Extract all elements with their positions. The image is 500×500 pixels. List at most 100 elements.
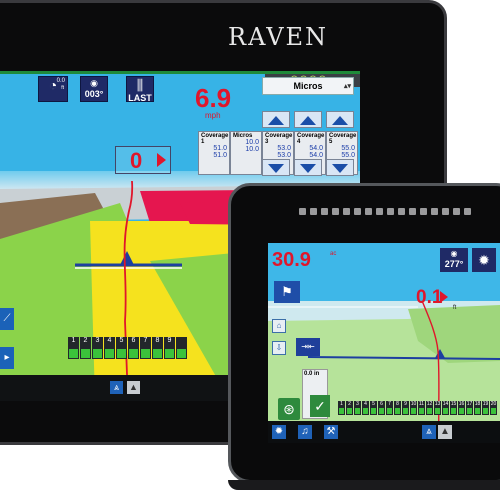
compass-icon: ◉: [90, 78, 98, 88]
speed-unit: mph: [205, 111, 221, 120]
flag-button[interactable]: ⚑: [274, 281, 300, 303]
swath-line: [307, 356, 500, 360]
lightbar: 1 2 3 4 5 6 7 8 9: [68, 337, 187, 359]
product-select[interactable]: Micros ▴▾: [262, 77, 354, 95]
steering-wheel-icon: ⊛: [283, 401, 295, 417]
lightbar-cell: 4: [104, 337, 115, 359]
offset-unit: ft: [61, 85, 64, 91]
lightbar-offset-tile[interactable]: ◔ 0.0 ft: [38, 76, 68, 102]
offset-value: 0.0 in: [304, 371, 320, 377]
shift-arrows-icon: ⇥⇤: [301, 342, 315, 351]
mark-point-button[interactable]: ⌂: [272, 319, 286, 333]
section-title: Micros: [233, 133, 253, 139]
last-pass-icon: ⫼: [136, 77, 144, 93]
lightbar-cell: 6: [128, 337, 139, 359]
tools-button[interactable]: ⚒: [324, 425, 338, 439]
product-select-value: Micros: [293, 81, 323, 91]
rate-up-button[interactable]: [326, 111, 354, 128]
chevron-up-icon: ▲: [129, 382, 138, 392]
expand-button[interactable]: ▲: [438, 425, 452, 439]
lightbar-cell: 8: [152, 337, 163, 359]
arrow-up-icon: [300, 116, 316, 125]
rate-down-button[interactable]: [294, 159, 322, 176]
section-rate: 53.0: [277, 145, 291, 152]
vehicle-marker: [435, 349, 445, 358]
alarm-button[interactable]: ♫: [298, 425, 312, 439]
heading-tile[interactable]: ◉ 003°: [80, 76, 108, 102]
tools-icon: ⚒: [326, 426, 336, 437]
check-icon: ✓: [314, 398, 326, 414]
settings-button[interactable]: ✹: [472, 248, 496, 272]
speed-readout: 6.9: [195, 83, 232, 113]
heading-tile[interactable]: ◉ 277°: [440, 248, 468, 272]
field-view-button[interactable]: ⩓: [422, 425, 436, 439]
shift-button[interactable]: ⇥⇤: [296, 338, 320, 356]
xte-value: 0.1: [416, 287, 443, 308]
arrow-up-icon: [268, 116, 284, 125]
home-icon: ⌂: [276, 321, 282, 330]
worked-area: [408, 305, 500, 363]
section-toggle-button[interactable]: ⇩: [272, 341, 286, 355]
arrow-down-icon: [332, 164, 348, 173]
section-index: 5: [329, 139, 333, 145]
engage-button[interactable]: ✓: [310, 395, 330, 417]
raven-logo: RAVEN: [228, 23, 329, 51]
guidance-path: [421, 301, 440, 443]
status-strip: [0, 71, 360, 74]
heading-value: 003°: [84, 89, 104, 99]
speed-unit: ac: [330, 251, 337, 257]
expand-button[interactable]: ▲: [127, 381, 140, 394]
autosteer-button[interactable]: ⊛: [278, 398, 300, 420]
chevron-up-icon: ▲: [440, 426, 450, 437]
offset-value: 0.0: [56, 78, 65, 84]
compass-icon: ◉: [450, 249, 458, 258]
section-rate-actual: 55.0: [341, 152, 355, 159]
section-title: Coverage: [201, 133, 229, 139]
lightbar-cell: 3: [92, 337, 103, 359]
section-1-rate[interactable]: Coverage 1 51.0 51.0: [198, 131, 230, 175]
section-rate-actual: 10.0: [245, 146, 259, 153]
section-rate-actual: 54.0: [309, 152, 323, 159]
arrow-up-icon: [332, 116, 348, 125]
section-index: 1: [201, 139, 205, 145]
hardware-lightbar: [299, 208, 471, 215]
rate-up-button[interactable]: [294, 111, 322, 128]
arrow-down-icon: [300, 164, 316, 173]
settings-button[interactable]: ✹: [272, 425, 286, 439]
small-tablet-screen: 30.9 ac ◉ 277° ✹ ⚑ 0.1 ft ⌂ ⇩ ⇥⇤ 0.0 in …: [268, 243, 500, 443]
dial-icon: ◔: [48, 77, 58, 93]
lightbar-cell: 1: [68, 337, 79, 359]
section-title: Coverage: [297, 133, 325, 139]
nudge-icon: ⟋: [3, 313, 11, 324]
rate-down-button[interactable]: [326, 159, 354, 176]
section-rate-actual: 51.0: [213, 152, 227, 159]
xte-value: 0: [130, 148, 143, 173]
lightbar-cell: 2: [80, 337, 91, 359]
speed-readout: 30.9: [272, 249, 311, 271]
lightbar-cell: 5: [116, 337, 127, 359]
last-button[interactable]: ⫼ LAST: [126, 76, 154, 103]
flag-plus-icon: ⚑: [281, 284, 293, 299]
lightbar: 1 2 3 4 5 6 7 8 9 10 11 12 13 14 15 16 1…: [338, 401, 497, 415]
section-index: 4: [297, 139, 301, 145]
field-view-small: [268, 301, 500, 443]
section-icon: ⇩: [275, 343, 283, 352]
nudge-button[interactable]: ⟋: [0, 308, 14, 330]
select-arrows-icon: ▴▾: [343, 83, 351, 90]
section-rate: 54.0: [309, 145, 323, 152]
last-label: LAST: [128, 93, 152, 103]
rate-down-button[interactable]: [262, 159, 290, 176]
xte-direction-icon: [440, 291, 448, 303]
xte-direction-icon: [157, 153, 166, 167]
section-2-rate[interactable]: Micros 10.0 10.0: [230, 131, 262, 175]
rate-up-button[interactable]: [262, 111, 290, 128]
field-view-button[interactable]: ⩓: [110, 381, 123, 394]
shift-button[interactable]: ▸: [0, 347, 14, 369]
bell-icon: ♫: [301, 426, 309, 437]
gear-icon: ✹: [478, 252, 490, 268]
shift-arrows-icon: ▸: [4, 352, 10, 363]
section-rate: 55.0: [341, 145, 355, 152]
bottom-toolbar: ✹ ♫ ⚒ ⩓ ▲: [268, 421, 500, 443]
lightbar-cell: [176, 337, 187, 359]
